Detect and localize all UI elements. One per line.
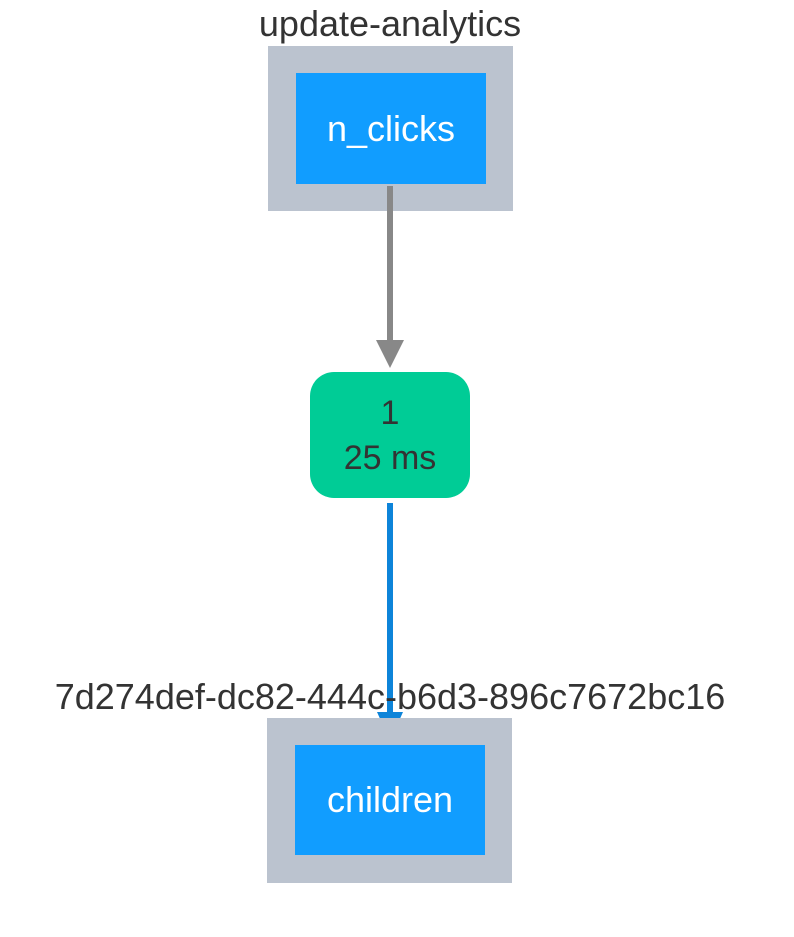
source-component-id: update-analytics — [259, 3, 521, 44]
source-property-label: n_clicks — [327, 108, 455, 149]
source-property-box[interactable] — [296, 73, 486, 184]
target-property-box[interactable] — [295, 745, 485, 855]
target-component-id: 7d274def-dc82-444c-b6d3-896c7672bc16 — [55, 676, 726, 717]
callback-node-box[interactable] — [310, 372, 470, 498]
callback-node[interactable]: 1 25 ms — [310, 372, 470, 498]
target-component[interactable]: children 7d274def-dc82-444c-b6d3-896c767… — [55, 676, 726, 883]
callback-count: 1 — [381, 394, 400, 432]
source-component[interactable]: update-analytics n_clicks — [259, 3, 521, 211]
target-property-label: children — [327, 779, 453, 820]
input-edge — [376, 186, 404, 368]
input-edge-arrowhead — [376, 340, 404, 368]
callback-duration: 25 ms — [344, 439, 437, 477]
